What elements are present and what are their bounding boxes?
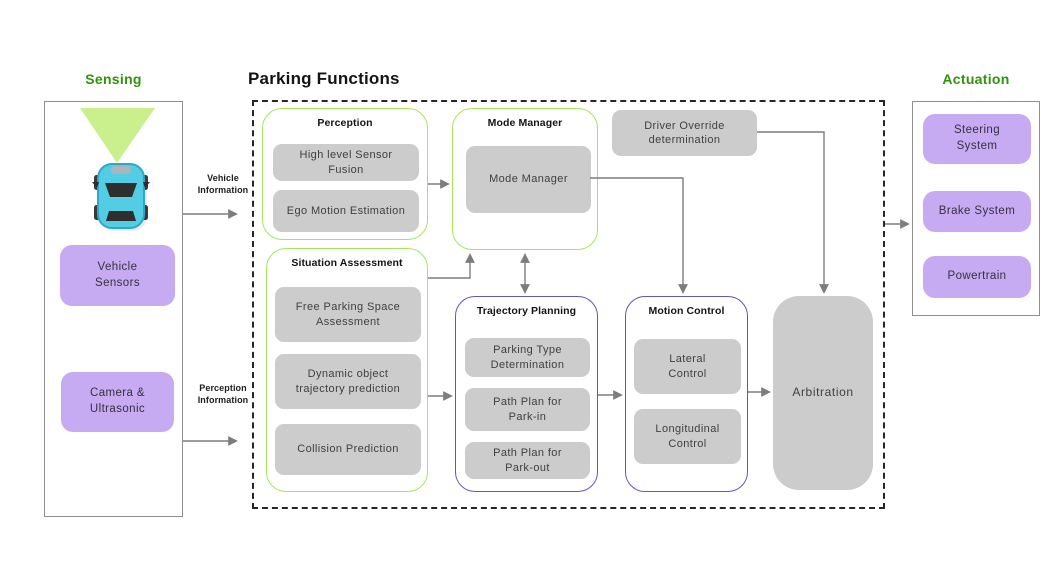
path-plan-park-out-box: Path Plan for Park-out xyxy=(465,442,590,479)
sensing-panel xyxy=(44,101,183,517)
high-level-sensor-fusion-box: High level Sensor Fusion xyxy=(273,144,419,181)
path-plan-park-in-box: Path Plan for Park-in xyxy=(465,388,590,431)
parking-functions-boundary xyxy=(252,100,885,509)
motion-control-title: Motion Control xyxy=(648,305,725,317)
dynamic-object-trajectory-prediction-box: Dynamic object trajectory prediction xyxy=(275,354,421,409)
mode-manager-title: Mode Manager xyxy=(487,117,563,129)
longitudinal-control-box: Longitudinal Control xyxy=(634,409,741,464)
ego-motion-estimation-box: Ego Motion Estimation xyxy=(273,190,419,232)
powertrain-box: Powertrain xyxy=(923,256,1031,298)
actuation-section-title: Actuation xyxy=(942,71,1010,87)
collision-prediction-box: Collision Prediction xyxy=(275,424,421,475)
steering-system-box: Steering System xyxy=(923,114,1031,164)
perception-container: Perception High level Sensor Fusion Ego … xyxy=(262,108,428,240)
parking-type-determination-box: Parking Type Determination xyxy=(465,338,590,377)
vehicle-sensors-box: Vehicle Sensors xyxy=(60,245,175,306)
perception-title: Perception xyxy=(317,117,373,129)
brake-system-box: Brake System xyxy=(923,191,1031,232)
lateral-control-box: Lateral Control xyxy=(634,339,741,394)
trajectory-planning-container: Trajectory Planning Parking Type Determi… xyxy=(455,296,598,492)
motion-control-container: Motion Control Lateral Control Longitudi… xyxy=(625,296,748,492)
camera-ultrasonic-box: Camera & Ultrasonic xyxy=(61,372,174,432)
driver-override-determination-box: Driver Override determination xyxy=(612,110,757,156)
mode-manager-container: Mode Manager Mode Manager xyxy=(452,108,598,250)
situation-assessment-title: Situation Assessment xyxy=(291,257,403,269)
actuation-panel: Steering System Brake System Powertrain xyxy=(912,101,1040,316)
parking-functions-title: Parking Functions xyxy=(248,69,400,88)
situation-assessment-container: Situation Assessment Free Parking Space … xyxy=(266,248,428,492)
free-parking-space-assessment-box: Free Parking Space Assessment xyxy=(275,287,421,342)
perception-information-label: Perception Information xyxy=(197,383,249,405)
mode-manager-box: Mode Manager xyxy=(466,146,591,213)
arbitration-box: Arbitration xyxy=(773,296,873,490)
trajectory-planning-title: Trajectory Planning xyxy=(476,305,577,317)
sensing-section-title: Sensing xyxy=(85,71,142,87)
vehicle-information-label: Vehicle Information xyxy=(197,173,249,195)
